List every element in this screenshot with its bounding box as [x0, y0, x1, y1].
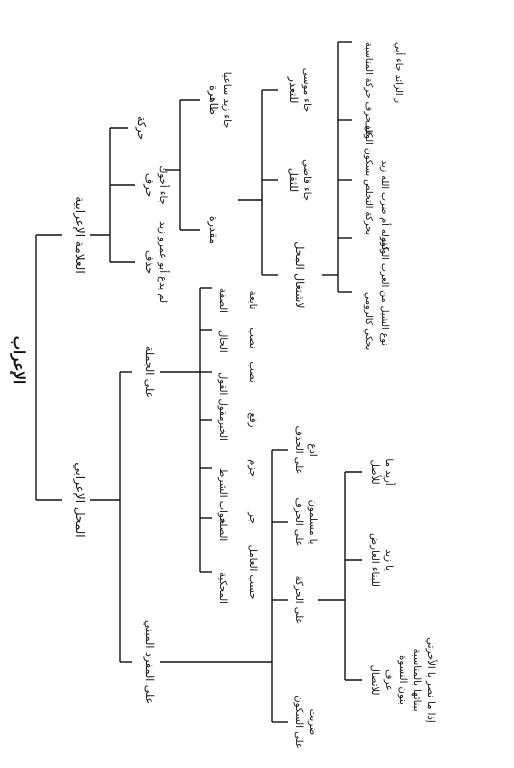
- single-label: على المفرد المبني: [143, 620, 156, 704]
- type-original-example: أريد ما: [383, 458, 396, 485]
- sentence-state: جزم: [247, 459, 258, 477]
- type-particle: عرف: [383, 669, 394, 691]
- form-letter-example: يا مسلمون: [307, 500, 318, 545]
- letter-example: جاء أخوك: [157, 165, 170, 204]
- sentence-state: رفع: [247, 413, 258, 428]
- sentence-item: الحال: [217, 330, 228, 353]
- heaviness-label: للثقل: [287, 168, 300, 192]
- sentence-state: نصب: [247, 327, 258, 348]
- sentence-item: الصفة: [217, 288, 228, 313]
- tree-labels: الإعراب العلامة الإعرابية حركة حرف جاء أ…: [10, 42, 437, 749]
- position-branch-label: المحل الإعرابي: [72, 462, 87, 537]
- form-sukun-example: ضربت: [307, 709, 318, 736]
- sentence-state: تابعة: [247, 291, 258, 310]
- type-similar: للبناء العارض: [369, 533, 380, 587]
- form-letter: على الحرف: [293, 498, 304, 547]
- case-cite: كقوله أم ضرب الله زيد: [379, 160, 392, 252]
- sentence-item: الخبر: [217, 419, 228, 441]
- case-redundant: ر الزائد جاء أبي: [393, 42, 406, 104]
- type-similar-example: يا زيد: [383, 549, 394, 571]
- form-sukun: على السكون: [293, 695, 304, 749]
- toohard-label: للتعذر: [287, 76, 300, 104]
- heaviness-example: جاء قاضي: [301, 159, 312, 201]
- case-relate: نوع الشيل من العرب الوارد: [379, 238, 390, 346]
- case-story: بحكي كالرومي: [363, 292, 374, 350]
- type-original: للأصل: [369, 459, 381, 484]
- type-particle-example: ببنائها بالمناسبة: [411, 649, 422, 712]
- form-haraka: على الحركة: [293, 576, 304, 625]
- implied-label: مقدرة: [207, 216, 220, 244]
- sentence-item: المحكية: [217, 572, 228, 604]
- explicit-label: ظاهرة: [207, 85, 220, 115]
- case-proper: كل حرف حركة المناسبة: [363, 42, 374, 138]
- toohard-example: جاء موسى: [301, 68, 312, 112]
- sentence-state: نصب: [247, 361, 258, 382]
- movement-label: حركة: [135, 116, 148, 140]
- deletion-label: حذف: [143, 250, 156, 274]
- form-hadhf-example: ادع: [307, 443, 318, 456]
- tree-connectors: [35, 41, 362, 723]
- deletion-example: لم يدع أبو عمرو زيد: [157, 221, 170, 303]
- sentence-item: مقول القول: [217, 372, 228, 421]
- type-connect: للاتصال: [369, 665, 380, 696]
- occupation-label: لاشتغال المحل: [293, 241, 306, 308]
- type-note: إذا ما نصر با الأخرتي: [425, 637, 437, 722]
- type-connect-example: بنون النسوة: [397, 655, 408, 705]
- sentence-item: الصلة: [217, 518, 228, 541]
- letter-label: حرف: [143, 173, 156, 197]
- sentence-item: جواب الشرط: [217, 468, 228, 524]
- form-hadhf: على الحذف: [293, 426, 304, 475]
- sentence-label: على الجملة: [143, 346, 156, 398]
- case-stop: بحركة التخلص بسكون الوقف: [363, 120, 374, 235]
- sentence-state: حسب العامل: [247, 545, 258, 600]
- sentence-state: جر: [247, 511, 258, 524]
- explicit-example: جاء زيد ساعيا: [221, 72, 232, 129]
- sign-branch-label: العلامة الإعرابية: [72, 196, 87, 273]
- root-label: الإعراب: [10, 336, 28, 384]
